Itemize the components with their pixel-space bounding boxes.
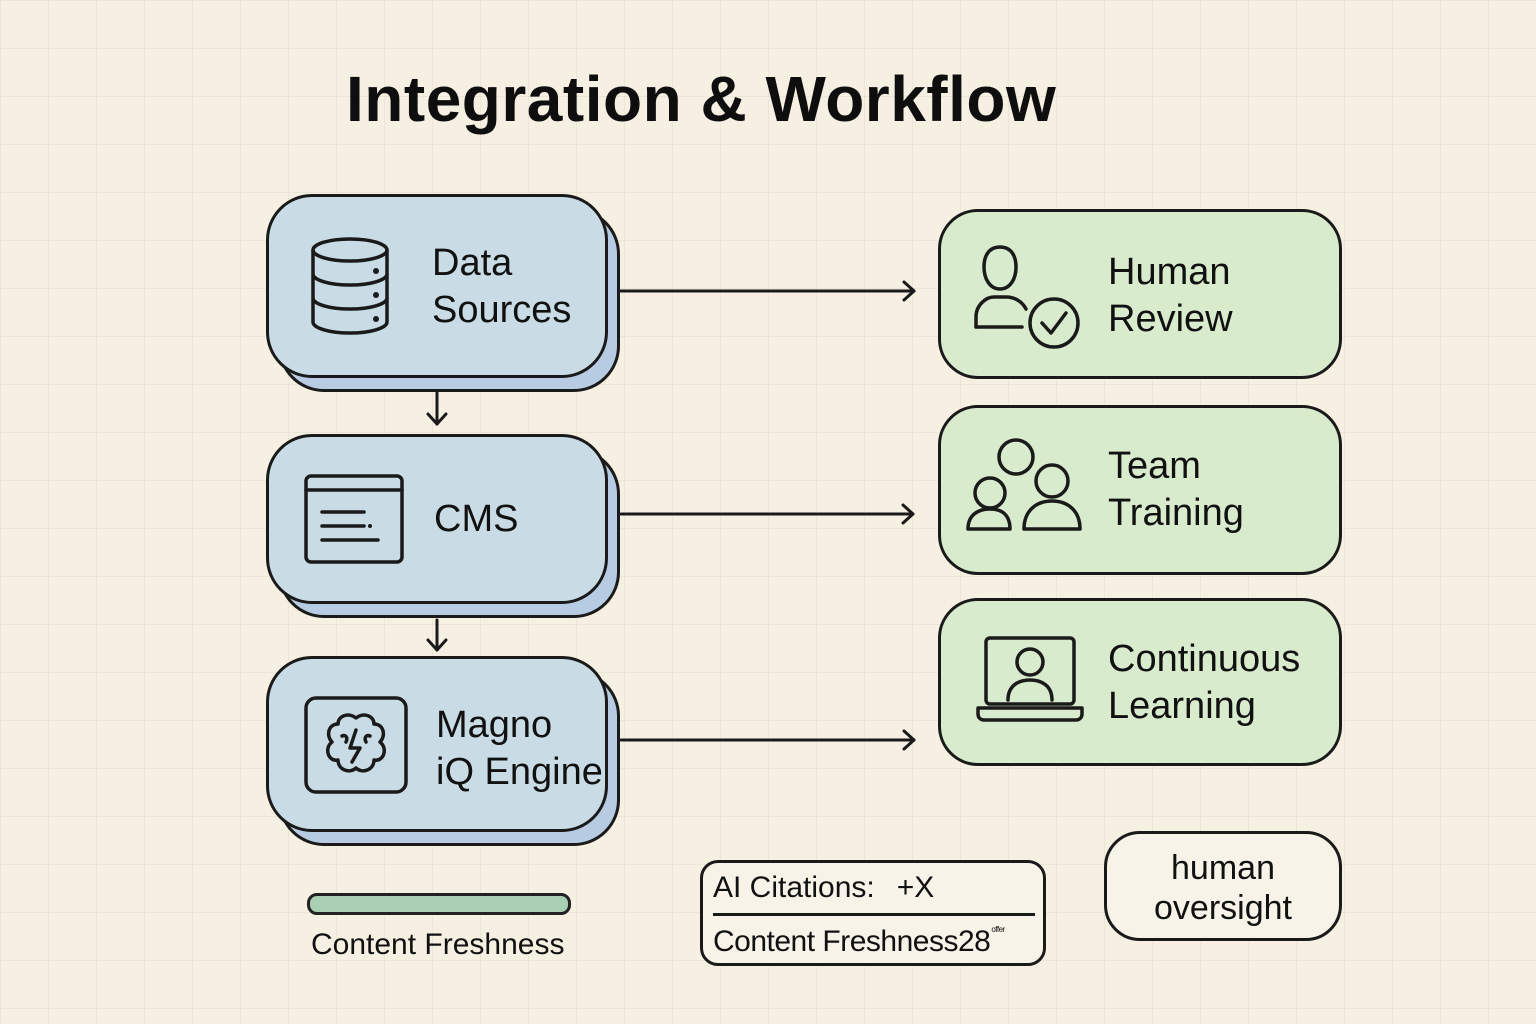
- user-check-icon: [974, 245, 1080, 349]
- brain-chip-icon: [304, 696, 408, 794]
- cms-label: CMS: [434, 498, 519, 540]
- magno-iq-engine-node: Magno iQ Engine: [266, 656, 620, 846]
- team-icon: [966, 438, 1082, 531]
- human-review-label: Human Review: [1108, 251, 1233, 340]
- arrow-cms-to-team-training: [619, 503, 915, 525]
- metrics-box: AI Citations: +X Content Freshness28offer: [700, 860, 1046, 966]
- content-freshness-metric-label: Content Freshness: [713, 925, 958, 958]
- ai-citations-row: AI Citations: +X: [713, 871, 934, 905]
- content-freshness-bar: [307, 893, 571, 915]
- magno-iq-engine-label: Magno iQ Engine: [436, 704, 603, 793]
- laptop-user-icon: [976, 636, 1084, 722]
- data-sources-node: Data Sources: [266, 194, 620, 392]
- continuous-learning-node: Continuous Learning: [938, 598, 1342, 766]
- team-training-label: Team Training: [1108, 445, 1244, 534]
- human-oversight-badge: human oversight: [1104, 831, 1342, 941]
- continuous-learning-label: Continuous Learning: [1108, 638, 1301, 727]
- arrow-data-sources-to-cms: [426, 390, 448, 426]
- page-title: Integration & Workflow: [346, 63, 1057, 135]
- arrow-data-sources-to-human-review: [619, 280, 916, 302]
- content-freshness-label: Content Freshness: [311, 928, 565, 961]
- content-freshness-metric-value: 28: [957, 925, 991, 958]
- content-freshness-row: Content Freshness28offer: [713, 925, 1005, 959]
- cms-node: CMS: [266, 434, 620, 618]
- content-freshness-metric-suffix: offer: [991, 925, 1005, 934]
- document-window-icon: [304, 474, 404, 564]
- ai-citations-value: +X: [896, 871, 935, 904]
- data-sources-label: Data Sources: [432, 242, 572, 331]
- arrow-engine-to-continuous-learning: [619, 729, 916, 751]
- ai-citations-label: AI Citations:: [713, 871, 875, 904]
- team-training-node: Team Training: [938, 405, 1342, 575]
- database-icon: [311, 237, 389, 335]
- metrics-divider: [713, 913, 1035, 916]
- arrow-cms-to-engine: [426, 618, 448, 652]
- human-review-node: Human Review: [938, 209, 1342, 379]
